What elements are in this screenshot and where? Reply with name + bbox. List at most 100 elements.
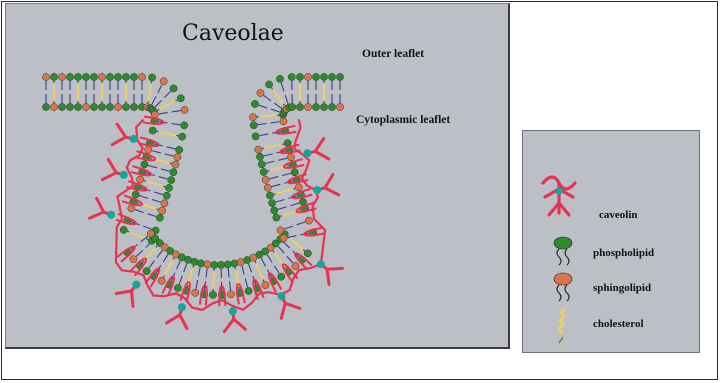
lipid-head xyxy=(304,73,311,80)
lipid-tail xyxy=(157,250,162,257)
legend-label-cholesterol: cholesterol xyxy=(593,318,644,330)
lipid-head xyxy=(268,199,275,206)
lipid-head xyxy=(50,103,57,110)
lipid-head xyxy=(130,73,137,80)
caveolin-arm xyxy=(97,198,104,212)
lipid-head xyxy=(262,176,269,183)
lipid-head xyxy=(66,73,73,80)
lipid-head xyxy=(256,153,263,160)
caveolin-arm xyxy=(116,291,131,294)
lipid-head xyxy=(280,118,287,125)
lipid-tail xyxy=(163,254,168,262)
lipid-head xyxy=(224,261,231,268)
lipid-head xyxy=(98,73,105,80)
cholesterol-molecule xyxy=(159,132,177,136)
caveolin-icon xyxy=(543,177,575,215)
lipid-head xyxy=(336,73,343,80)
lipid-tail xyxy=(242,266,244,275)
caveolin-arm xyxy=(180,315,187,329)
cholesterol-molecule xyxy=(148,83,151,101)
caveolin-arm xyxy=(327,269,329,284)
lipid-head xyxy=(42,73,49,80)
caveolin-arm xyxy=(234,319,246,329)
lipid-tail xyxy=(291,203,300,206)
phospholipid-icon-tail xyxy=(557,249,561,265)
caveolin-protein xyxy=(116,281,140,307)
lipid-head xyxy=(295,184,302,191)
lipid-head xyxy=(132,191,139,198)
lipid-tail xyxy=(288,236,297,238)
caveolin-arm xyxy=(167,315,180,323)
lipid-tail xyxy=(271,109,280,112)
phospholipid-icon xyxy=(554,237,572,265)
lipid-head xyxy=(287,154,294,161)
lipid-head xyxy=(260,168,267,175)
lipid-tail xyxy=(171,124,180,125)
lipid-tail xyxy=(135,210,144,213)
sphingolipid-icon-head xyxy=(554,273,572,285)
caveolin-protein xyxy=(112,124,137,145)
sphingolipid-icon-tail xyxy=(565,285,569,301)
lipid-head xyxy=(122,73,129,80)
lipid-tail xyxy=(282,173,291,175)
lipid-head xyxy=(252,133,259,140)
lipid-tail xyxy=(258,123,267,124)
lipid-head xyxy=(120,226,127,233)
caveolin-protein xyxy=(278,292,300,318)
cholesterol-molecule xyxy=(276,189,293,194)
lipid-tail xyxy=(276,199,285,201)
cholesterol-molecule xyxy=(129,232,146,239)
lipid-tail xyxy=(245,278,247,287)
lipid-head xyxy=(204,261,211,268)
lipid-head xyxy=(258,161,265,168)
lipid-tail xyxy=(274,103,281,108)
lipid-head xyxy=(304,250,311,257)
lipid-head xyxy=(128,205,135,212)
lipid-tail xyxy=(158,85,162,93)
lipid-head xyxy=(192,289,199,296)
caveolin-core xyxy=(129,135,137,143)
lipid-head xyxy=(82,73,89,80)
phospholipid-icon-head xyxy=(554,237,572,249)
lipid-head xyxy=(231,260,238,267)
lipid-head xyxy=(284,140,291,147)
lipid-head xyxy=(58,103,65,110)
lipid-tail xyxy=(165,154,174,156)
lipid-head xyxy=(289,103,296,110)
lipid-head xyxy=(217,261,224,268)
caveolin-core xyxy=(278,292,286,300)
sphingolipid-icon xyxy=(554,273,572,301)
lipid-tail xyxy=(152,96,156,104)
caveolin-arm xyxy=(224,319,233,331)
lipid-head xyxy=(98,103,105,110)
lipid-tail xyxy=(278,158,287,160)
lipid-head xyxy=(299,198,306,205)
lipid-head xyxy=(170,85,177,92)
lipid-head xyxy=(174,153,181,160)
lipid-tail xyxy=(164,91,170,97)
caveolin-protein xyxy=(303,138,328,158)
lipid-tail xyxy=(167,147,176,149)
lipid-head xyxy=(184,256,191,263)
lipid-head xyxy=(312,103,319,110)
lipid-tail xyxy=(184,264,187,272)
caveolin-core xyxy=(229,307,237,315)
cholesterol-icon xyxy=(559,309,565,343)
cholesterol-molecule xyxy=(264,144,282,148)
lipid-head xyxy=(292,262,299,269)
lipid-tail xyxy=(228,268,229,277)
lipid-head xyxy=(266,192,273,199)
caveolin-arm xyxy=(285,303,300,308)
cholesterol-molecule xyxy=(273,89,284,104)
lipid-head xyxy=(273,214,280,221)
lipid-tail xyxy=(154,192,163,195)
lipid-head xyxy=(249,114,256,121)
caveolin-arm xyxy=(117,124,126,137)
lipid-head xyxy=(328,103,335,110)
lipid-head xyxy=(277,227,284,234)
caveolin-arm xyxy=(131,291,133,306)
lipid-head xyxy=(179,133,186,140)
lipid-tail xyxy=(155,100,161,106)
lipid-tail xyxy=(136,250,143,256)
caveolin-core xyxy=(107,211,115,219)
